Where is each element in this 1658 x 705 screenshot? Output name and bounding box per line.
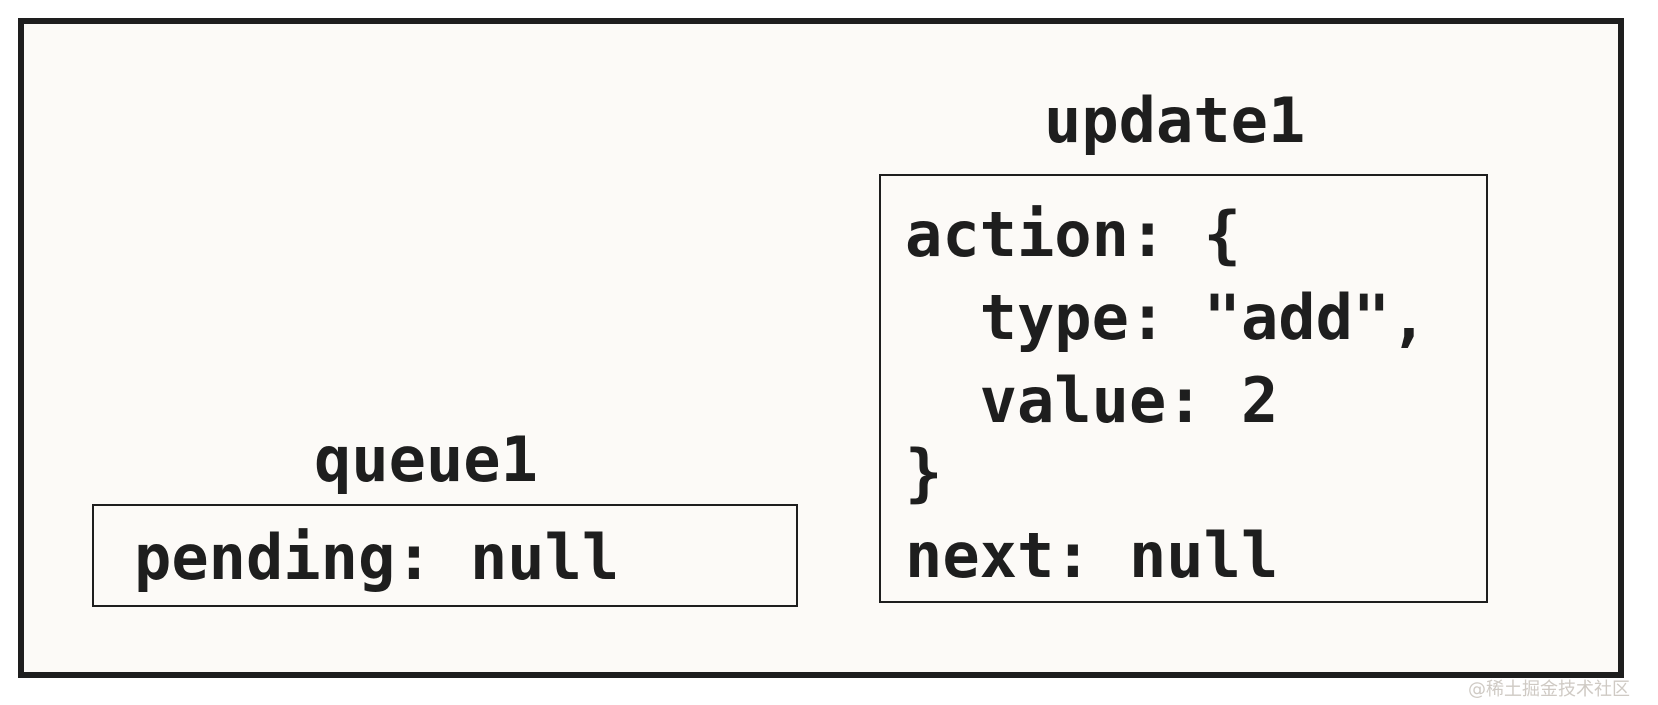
update-action-close-line: } [905,436,943,509]
update-box: action: { type: "add", value: 2 } next: … [879,174,1488,603]
queue-box: pending: null [92,504,798,607]
diagram-frame: queue1 pending: null update1 action: { t… [18,18,1624,678]
update-title: update1 [1044,84,1306,157]
update-type-line: type: "add", [905,281,1428,354]
update-value-line: value: 2 [905,364,1279,437]
queue-pending-field: pending: null [134,521,620,594]
update-next-line: next: null [905,519,1279,592]
queue-title: queue1 [314,423,538,496]
watermark: @稀土掘金技术社区 [1468,679,1630,700]
update-action-open-line: action: { [905,198,1241,271]
